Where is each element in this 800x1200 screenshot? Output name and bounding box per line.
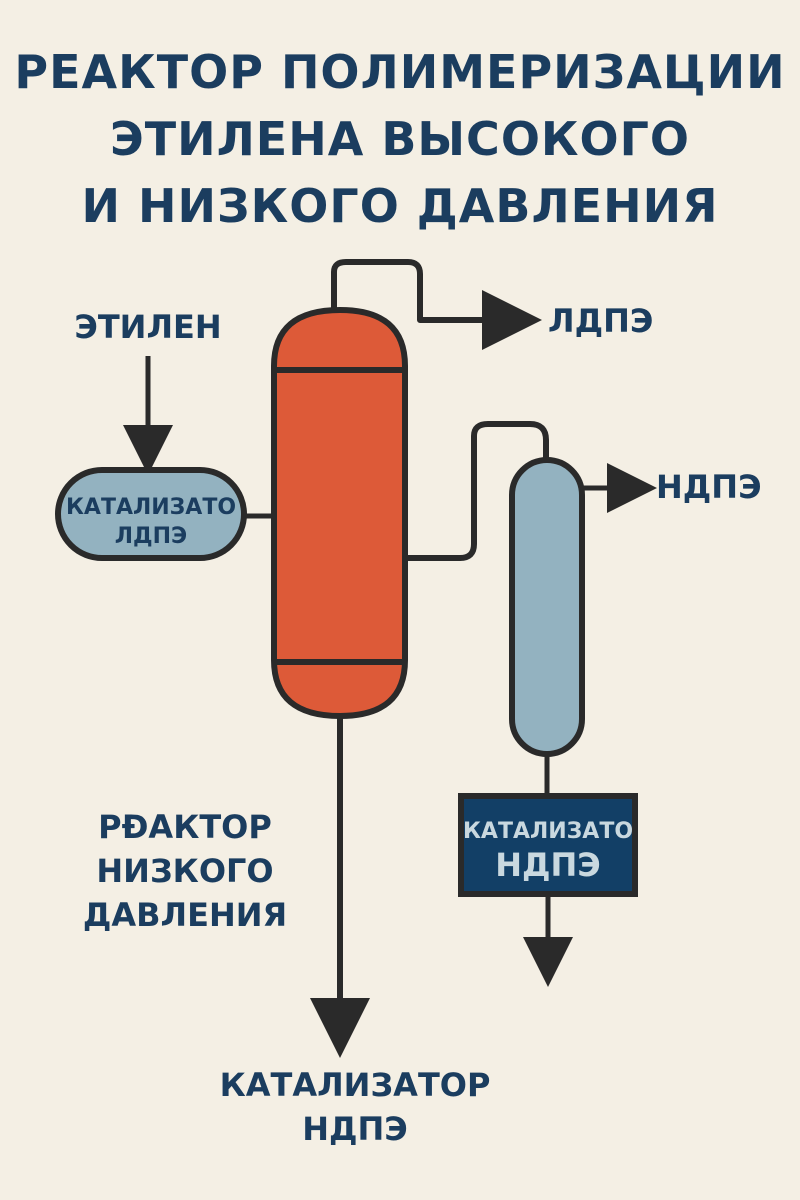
- ldpe-output-label: ЛДПЭ: [548, 302, 653, 340]
- title-line-2: ЭТИЛЕНА ВЫСОКОГО: [110, 112, 690, 166]
- title-line-3: И НИЗКОГО ДАВЛЕНИЯ: [81, 179, 718, 233]
- transfer-pipe: [405, 421, 549, 561]
- low-pressure-vessel: [509, 457, 585, 757]
- hdpe-output-label: НДПЭ: [656, 468, 762, 506]
- catalyst-ldpe-label-1: КАТАЛИЗАТО: [66, 495, 236, 520]
- low-pressure-reactor-label-3: ДАВЛЕНИЯ: [83, 896, 287, 934]
- catalyst-ldpe-label-2: ЛДПЭ: [115, 524, 187, 549]
- low-pressure-reactor-label-1: РĐАКТОР: [98, 808, 272, 846]
- catalyst-hdpe-box: [458, 793, 638, 897]
- catalyst-hdpe-box-label-1: КАТАЛИЗАТО: [463, 819, 633, 844]
- low-pressure-reactor-label-2: НИЗКОГО: [96, 852, 273, 890]
- ethylene-label: ЭТИЛЕН: [74, 308, 221, 346]
- bottom-catalyst-label-1: КАТАЛИЗАТОР: [220, 1066, 491, 1104]
- title-line-1: РЕАКТОР ПОЛИМЕРИЗАЦИИ: [14, 45, 785, 99]
- catalyst-hdpe-box-label-2: НДПЭ: [495, 846, 601, 884]
- bottom-catalyst-label-2: НДПЭ: [302, 1110, 408, 1148]
- ldpe-outlet-pipe: [331, 259, 542, 350]
